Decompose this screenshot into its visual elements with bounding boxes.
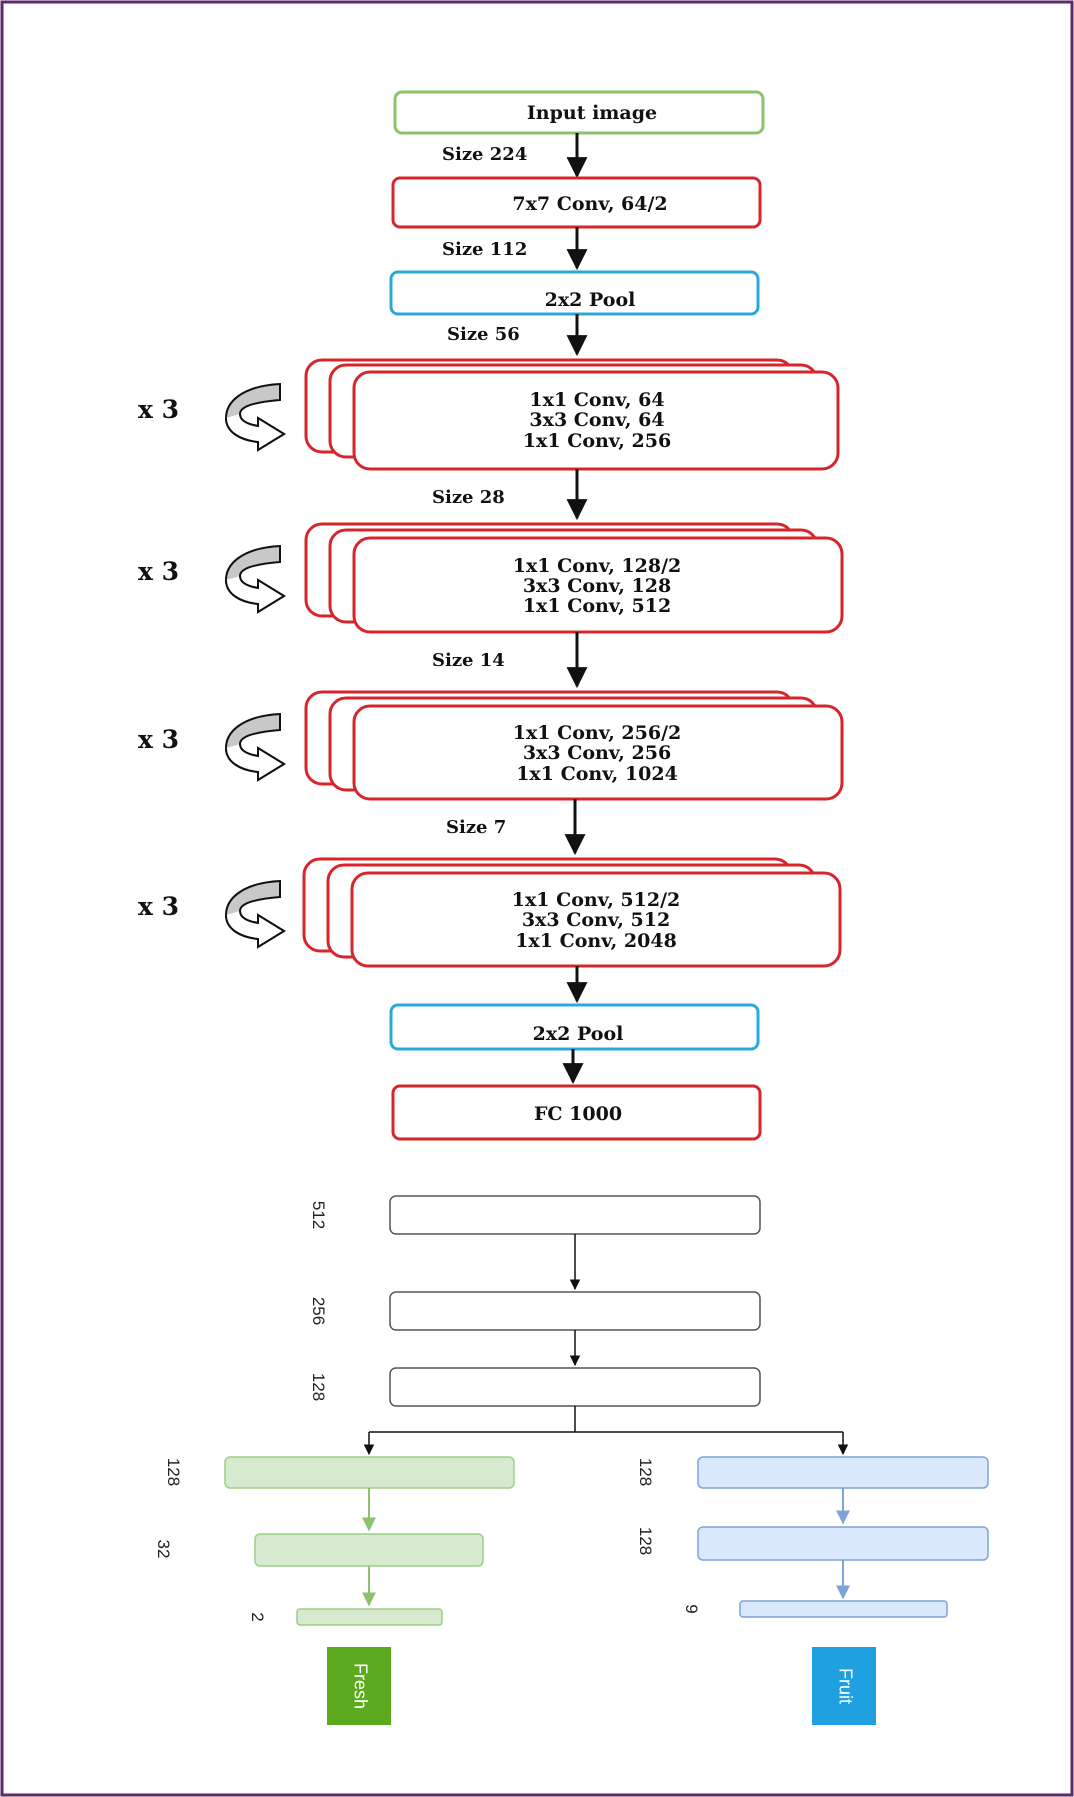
stage2-line3: 1x1 Conv, 512	[523, 595, 671, 617]
dense-128-label: 128	[309, 1373, 328, 1401]
branch-split-connector	[363, 1406, 849, 1456]
fc-label: FC 1000	[534, 1103, 622, 1125]
size-7-label: Size 7	[446, 817, 506, 838]
fruit-output-box: Fruit	[812, 1647, 876, 1725]
fresh-output-label: Fresh	[350, 1663, 370, 1709]
fruit-head-layer1	[697, 1456, 989, 1489]
dense-256-label: 256	[309, 1297, 328, 1325]
dense-512-label: 512	[309, 1201, 328, 1229]
pool2-label: 2x2 Pool	[533, 1023, 624, 1045]
fresh-head-128-label: 128	[164, 1458, 183, 1486]
size-224-label: Size 224	[442, 144, 527, 165]
fresh-output-box: Fresh	[327, 1647, 391, 1725]
input-image-block: Input image	[393, 90, 765, 135]
stage4-stack: 1x1 Conv, 512/2 3x3 Conv, 512 1x1 Conv, …	[302, 857, 842, 968]
stage2-repeat-icon	[224, 544, 286, 614]
size-56-label: Size 56	[447, 324, 520, 345]
dense-512-block	[389, 1195, 761, 1235]
size-28-label: Size 28	[432, 487, 505, 508]
stage4-line1: 1x1 Conv, 512/2	[512, 889, 681, 911]
stage1-line3: 1x1 Conv, 256	[523, 430, 671, 452]
size-14-label: Size 14	[432, 650, 505, 671]
fc-block: FC 1000	[391, 1084, 762, 1141]
stage3-line1: 1x1 Conv, 256/2	[513, 722, 682, 744]
fruit-head-layer2	[697, 1526, 989, 1561]
input-image-label: Input image	[527, 102, 657, 124]
size-112-label: Size 112	[442, 239, 527, 260]
stage4-repeat-label: x 3	[138, 892, 179, 921]
fresh-head-32-label: 32	[154, 1540, 173, 1559]
stage3-stack: 1x1 Conv, 256/2 3x3 Conv, 256 1x1 Conv, …	[304, 690, 844, 801]
stage4-line2: 3x3 Conv, 512	[522, 909, 670, 931]
pool2-block: 2x2 Pool	[389, 1003, 760, 1051]
stage1-line1: 1x1 Conv, 64	[529, 389, 664, 411]
stage3-repeat-icon	[224, 712, 286, 782]
fresh-head-layer2	[254, 1533, 484, 1567]
stage3-repeat-label: x 3	[138, 725, 179, 754]
fruit-output-label: Fruit	[835, 1668, 855, 1704]
stage4-line3: 1x1 Conv, 2048	[515, 930, 677, 952]
stage1-stack: 1x1 Conv, 64 3x3 Conv, 64 1x1 Conv, 256	[304, 358, 840, 471]
stage2-line1: 1x1 Conv, 128/2	[513, 555, 682, 577]
stage3-line3: 1x1 Conv, 1024	[516, 763, 678, 785]
fruit-head-9-label: 9	[682, 1604, 701, 1613]
fruit-head-128b-label: 128	[636, 1527, 655, 1555]
fruit-head-128a-label: 128	[636, 1458, 655, 1486]
pool1-label: 2x2 Pool	[545, 289, 636, 311]
fresh-head-layer3	[296, 1608, 443, 1626]
stage2-repeat-label: x 3	[138, 557, 179, 586]
dense-128-block	[389, 1367, 761, 1407]
stage4-repeat-icon	[224, 879, 286, 949]
stage1-repeat-icon	[224, 382, 286, 452]
fruit-head-layer3	[739, 1600, 948, 1618]
stage3-line2: 3x3 Conv, 256	[523, 742, 671, 764]
conv1-label: 7x7 Conv, 64/2	[512, 193, 667, 215]
pool1-block: 2x2 Pool	[389, 270, 760, 316]
fresh-head-layer1	[224, 1456, 515, 1489]
conv1-block: 7x7 Conv, 64/2	[391, 176, 762, 229]
stage2-stack: 1x1 Conv, 128/2 3x3 Conv, 128 1x1 Conv, …	[304, 522, 844, 634]
fresh-head-2-label: 2	[248, 1612, 267, 1621]
stage1-repeat-label: x 3	[138, 395, 179, 424]
stage2-line2: 3x3 Conv, 128	[523, 575, 671, 597]
stage1-line2: 3x3 Conv, 64	[529, 409, 664, 431]
dense-256-block	[389, 1291, 761, 1331]
